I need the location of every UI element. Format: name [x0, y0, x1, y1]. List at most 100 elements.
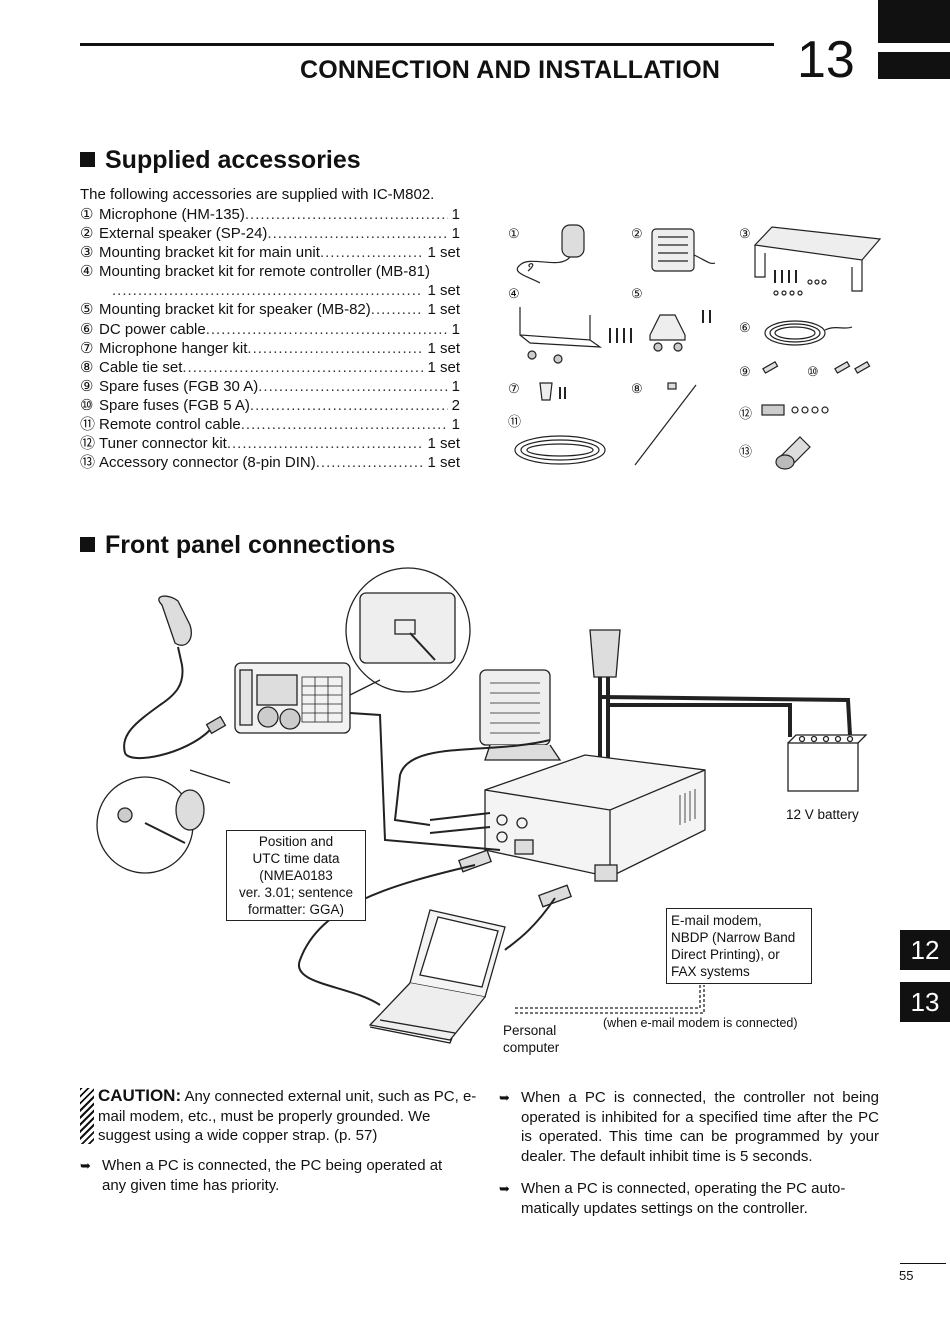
item-number: ② [80, 225, 94, 243]
speaker-icon [651, 228, 716, 272]
list-item: ⑥ DC power cable 1 [80, 320, 460, 339]
figure-label: ⑩ [807, 364, 819, 379]
bullet-text: When a PC is connected, the PC being ope… [102, 1157, 443, 1194]
note-line: NBDP (Narrow Band [671, 930, 796, 945]
page-number: 55 [899, 1268, 914, 1283]
item-number: ⑫ [80, 435, 96, 453]
din-connector-icon [775, 436, 811, 470]
note-line: ver. 3.01; sentence [238, 885, 354, 900]
item-number: ① [80, 206, 94, 223]
note-line: FAX systems [671, 964, 750, 979]
item-label: Spare fuses (FGB 30 A) [99, 377, 259, 395]
front-panel-diagram [96, 567, 868, 1044]
item-qty: 1 set [427, 454, 460, 472]
note-bullet: ➥When a PC is connected, operating the P… [499, 1179, 879, 1218]
remote-cable-icon [514, 435, 606, 465]
item-qty: 1 [451, 206, 460, 223]
corner-block-lower [878, 52, 950, 79]
item-label: Accessory connector (8-pin DIN) [99, 454, 316, 472]
battery-label: 12 V battery [786, 807, 859, 822]
item-label: Microphone (HM-135) [99, 206, 245, 223]
list-item-continuation: 1 set [80, 281, 460, 300]
item-number: ⑪ [80, 416, 96, 434]
section-heading-supplied: Supplied accessories [80, 146, 361, 175]
battery-icon [599, 695, 868, 792]
figure-label: ① [508, 226, 520, 241]
pc-label: Personal computer [503, 1022, 559, 1056]
arrow-icon: ➥ [499, 1090, 510, 1105]
figure-label: ⑤ [631, 286, 643, 301]
figure-label: ② [631, 226, 643, 241]
note-bullet: ➥ When a PC is connected, the controller … [499, 1088, 879, 1166]
item-number: ④ [80, 263, 94, 281]
item-number: ⑬ [80, 454, 96, 472]
figure-label: ⑥ [739, 320, 751, 335]
tab-chapter-12[interactable]: 12 [900, 930, 950, 970]
email-connected-note: (when e-mail modem is connected) [603, 1016, 798, 1030]
figure-label: ⑪ [508, 414, 522, 429]
figure-label: ⑦ [508, 381, 520, 396]
item-number: ⑨ [80, 377, 94, 395]
item-qty: 1 [451, 320, 460, 338]
figure-label: ⑫ [739, 406, 753, 421]
pc-label-line: computer [503, 1040, 560, 1055]
figure-label: ③ [739, 226, 751, 241]
caution-text: Any connected external unit, such as PC,… [98, 1088, 477, 1144]
chapter-number: 13 [797, 31, 855, 89]
arrow-icon: ➥ [499, 1181, 510, 1196]
main-unit-icon [484, 754, 706, 882]
note-line: Direct Printing), or [671, 947, 780, 962]
section-heading-text: Front panel connections [105, 531, 396, 559]
note-line: E-mail modem, [671, 913, 762, 928]
fuse-icon [762, 360, 871, 374]
figure-label: ④ [508, 286, 520, 301]
tuner-connector-icon [761, 404, 829, 416]
item-number: ⑩ [80, 396, 94, 414]
laptop-icon [368, 909, 506, 1044]
tab-chapter-13[interactable]: 13 [900, 982, 950, 1022]
caution-note: CAUTION: Any connected external unit, su… [80, 1086, 478, 1146]
item-qty: 1 set [427, 282, 460, 300]
item-label: Mounting bracket kit for speaker (MB-82) [99, 301, 371, 319]
microphone-icon [516, 224, 585, 284]
square-bullet-icon [80, 152, 95, 167]
microphone-icon [123, 595, 227, 760]
item-label: DC power cable [99, 320, 206, 338]
chapter-title: CONNECTION AND INSTALLATION [300, 56, 721, 84]
item-qty: 1 set [427, 244, 460, 262]
list-item: ④ Mounting bracket kit for remote control… [80, 262, 460, 281]
item-label: Mounting bracket kit for remote controll… [99, 263, 430, 281]
item-label: Microphone hanger kit [99, 339, 248, 357]
speaker-bracket-icon [649, 310, 711, 352]
item-number: ⑥ [80, 320, 94, 338]
main-bracket-icon [753, 226, 882, 296]
note-line: (NMEA0183 [259, 868, 333, 883]
item-qty: 1 set [427, 301, 460, 319]
header-rule [80, 43, 774, 46]
item-qty: 1 [451, 377, 460, 395]
speaker-zoom-icon [345, 567, 471, 696]
item-number: ⑧ [80, 358, 94, 376]
position-note-box: Position and UTC time data (NMEA0183 ver… [226, 830, 366, 921]
item-qty: 1 [451, 225, 460, 243]
square-bullet-icon [80, 537, 95, 552]
list-item: ① Microphone (HM-135) 1 [80, 205, 460, 224]
arrow-icon: ➥ [80, 1158, 91, 1173]
item-qty: 1 set [427, 435, 460, 453]
bullet-text: When a PC is connected, the controller n… [521, 1089, 879, 1165]
pc-label-line: Personal [503, 1023, 557, 1038]
figure-label: ⑧ [631, 381, 643, 396]
list-item: ⑨ Spare fuses (FGB 30 A) 1 [80, 377, 460, 396]
remote-controller-icon [234, 662, 351, 734]
item-label: Mounting bracket kit for main unit [99, 244, 320, 262]
note-line: Position and [258, 834, 334, 849]
antenna-icon [589, 629, 621, 770]
note-line: UTC time data [252, 851, 340, 866]
